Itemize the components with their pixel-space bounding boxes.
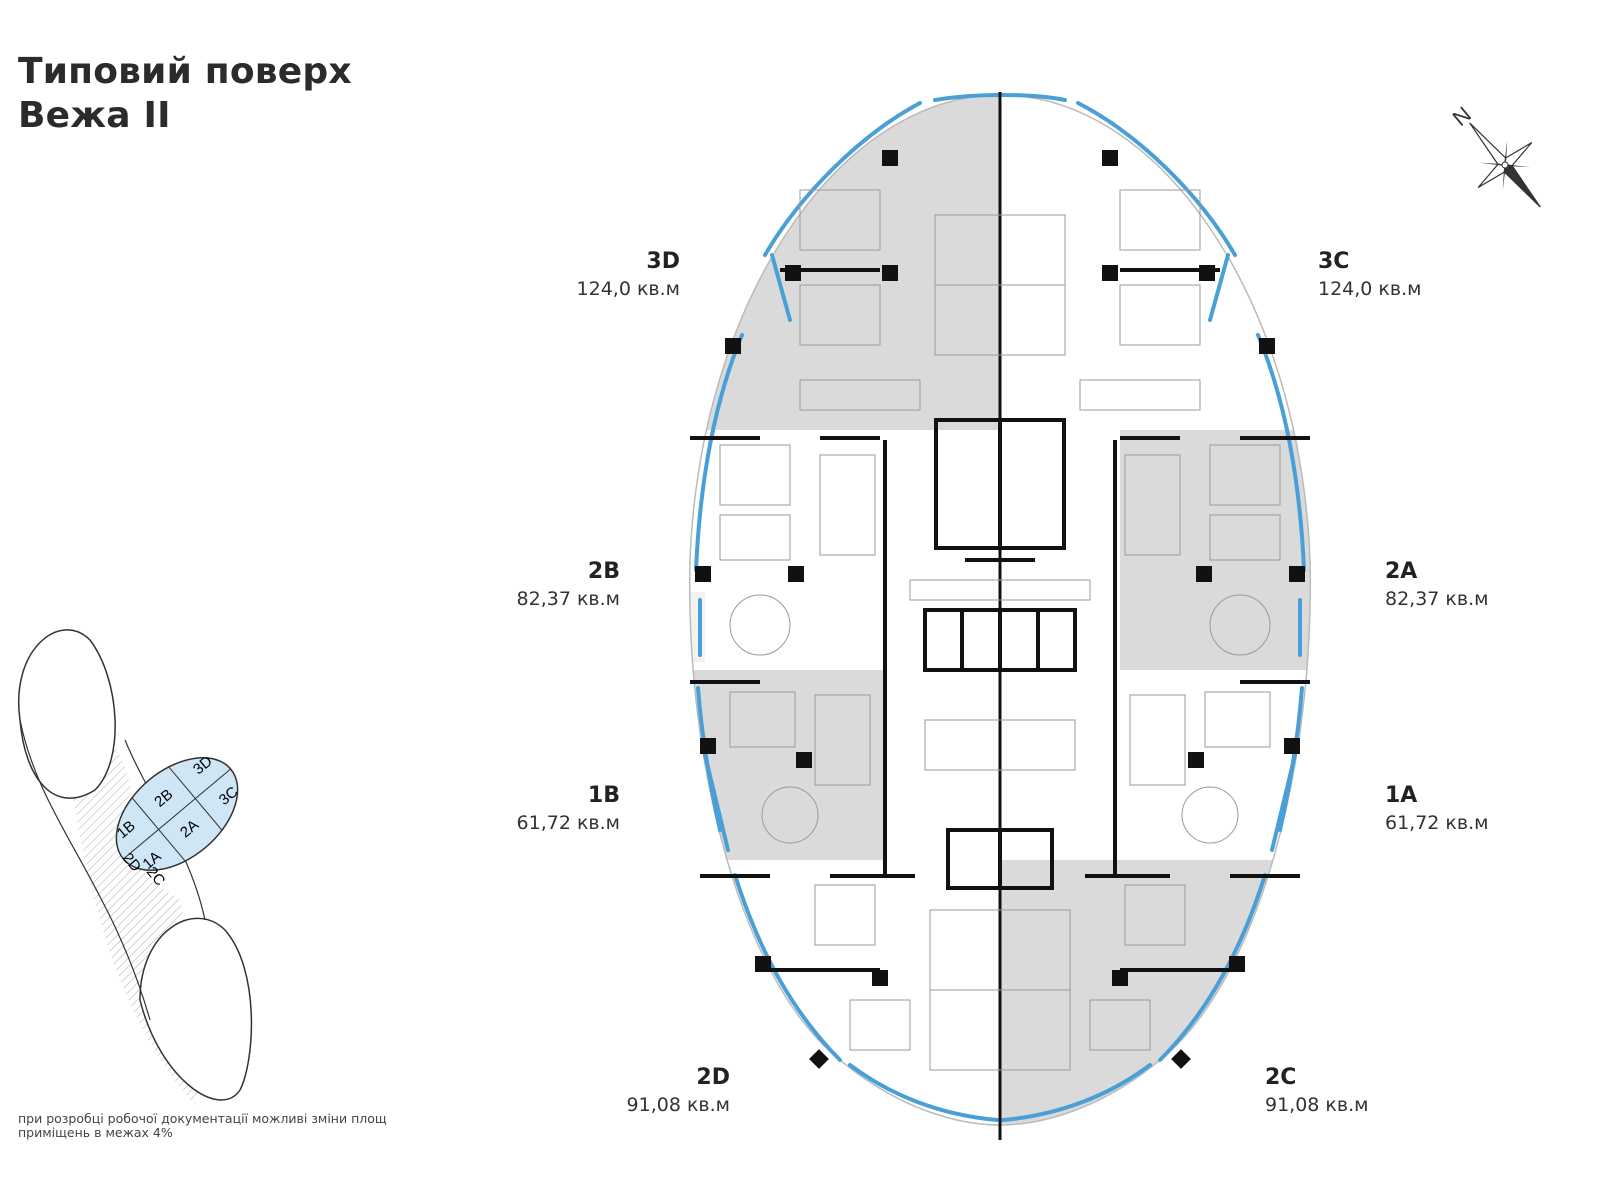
page-title: Типовий поверх Вежа II bbox=[18, 50, 352, 138]
unit-label-2b: 2B 82,37 кв.м bbox=[470, 558, 620, 612]
unit-area-1b: 61,72 кв.м bbox=[516, 812, 620, 834]
key-plan-tower-1 bbox=[17, 629, 116, 799]
unit-name-2c: 2C bbox=[1265, 1065, 1297, 1090]
unit-name-2d: 2D bbox=[696, 1065, 730, 1090]
unit-label-1a: 1A 61,72 кв.м bbox=[1385, 782, 1545, 836]
unit-name-1a: 1A bbox=[1385, 783, 1418, 808]
unit-1b-area bbox=[689, 670, 885, 860]
unit-label-1b: 1B 61,72 кв.м bbox=[470, 782, 620, 836]
key-plan-tower-3 bbox=[139, 917, 253, 1101]
unit-name-1b: 1B bbox=[587, 783, 620, 808]
unit-label-3c: 3C 124,0 кв.м bbox=[1318, 248, 1478, 302]
unit-name-3c: 3C bbox=[1318, 249, 1350, 274]
structural-columns bbox=[695, 150, 1305, 1069]
unit-area-2d: 91,08 кв.м bbox=[626, 1094, 730, 1116]
unit-area-3d: 124,0 кв.м bbox=[576, 278, 680, 300]
structural-walls bbox=[690, 268, 1310, 972]
unit-name-3d: 3D bbox=[646, 249, 680, 274]
unit-area-2a: 82,37 кв.м bbox=[1385, 588, 1489, 610]
unit-label-3d: 3D 124,0 кв.м bbox=[540, 248, 680, 302]
facade-glazing bbox=[694, 93, 1306, 1122]
unit-area-2c: 91,08 кв.м bbox=[1265, 1094, 1369, 1116]
title-line-1: Типовий поверх bbox=[18, 51, 352, 92]
unit-2a-area bbox=[1120, 430, 1311, 670]
unit-area-1a: 61,72 кв.м bbox=[1385, 812, 1489, 834]
title-line-2: Вежа II bbox=[18, 95, 171, 136]
interior-partitions bbox=[719, 189, 1281, 1071]
unit-area-3c: 124,0 кв.м bbox=[1318, 278, 1422, 300]
unit-label-2c: 2C 91,08 кв.м bbox=[1265, 1064, 1425, 1118]
unit-name-2a: 2A bbox=[1385, 559, 1418, 584]
unit-label-2d: 2D 91,08 кв.м bbox=[590, 1064, 730, 1118]
compass-rose bbox=[1469, 122, 1541, 208]
key-plan: 3D 2B 3C 2A 1B 1A 2D 2C bbox=[17, 629, 253, 1105]
area-disclaimer: при розробці робочої документації можлив… bbox=[18, 1111, 387, 1140]
unit-label-2a: 2A 82,37 кв.м bbox=[1385, 558, 1545, 612]
unit-name-2b: 2B bbox=[587, 559, 620, 584]
unit-area-2b: 82,37 кв.м bbox=[516, 588, 620, 610]
